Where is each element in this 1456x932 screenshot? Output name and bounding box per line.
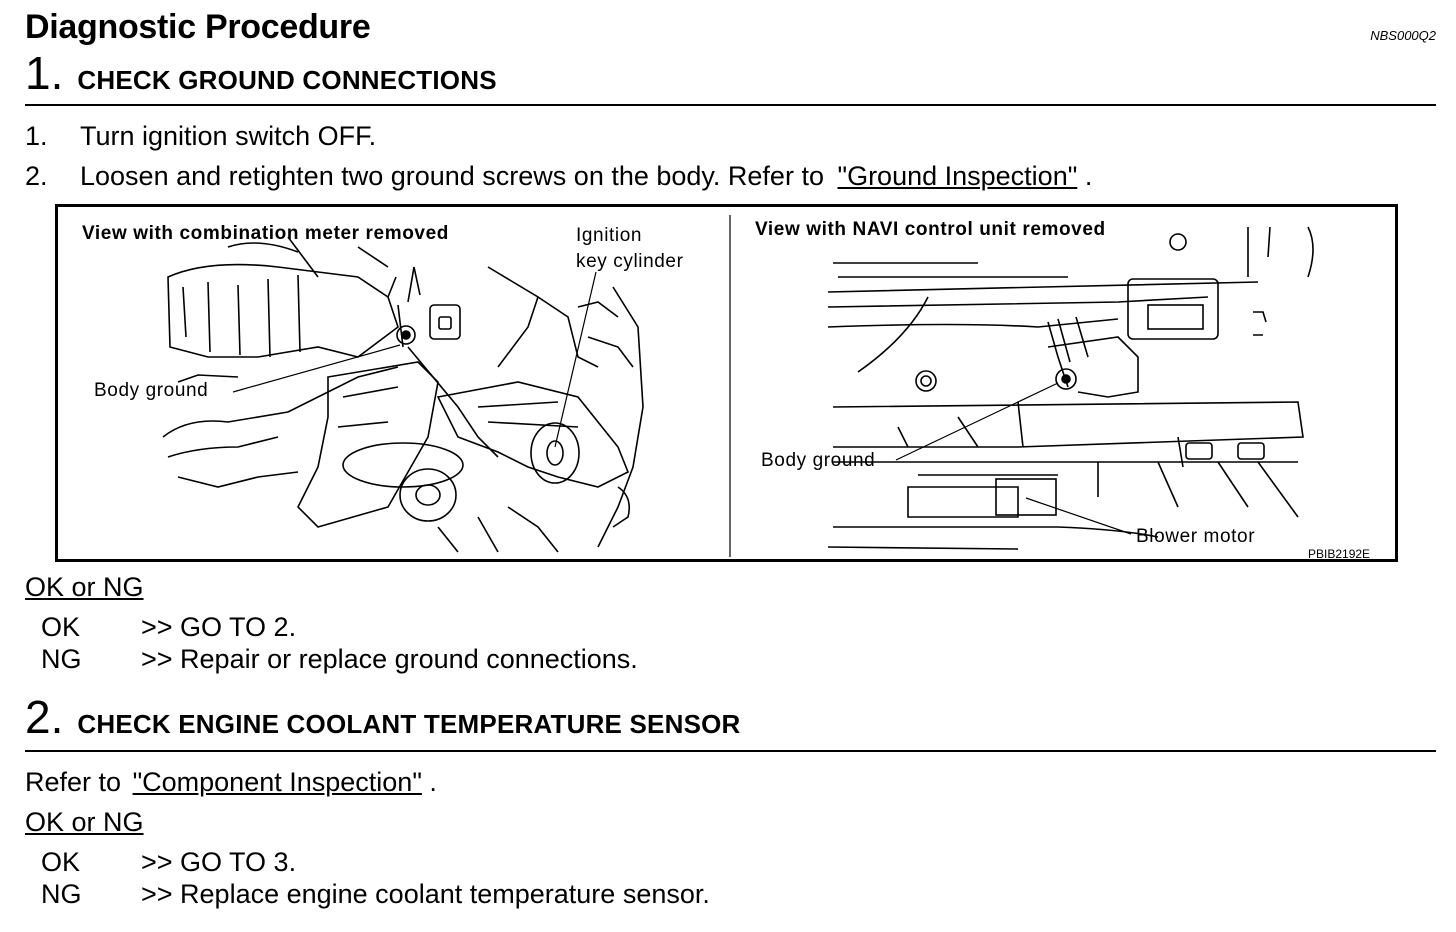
step-1-header: 1. CHECK GROUND CONNECTIONS — [25, 50, 497, 96]
right-ground-leader — [895, 382, 1059, 461]
key-cylinder-leader — [554, 271, 597, 448]
component-inspection-link[interactable]: "Component Inspection" — [132, 767, 422, 797]
ground-location-figure: View with combination meter removed Igni… — [55, 204, 1398, 562]
step-1-result-heading: OK or NG — [25, 572, 144, 602]
blower-motor-leader — [1025, 497, 1132, 535]
result-key: OK — [41, 847, 81, 877]
blower-motor-callout: Blower motor — [1136, 526, 1256, 547]
result-value: >> Repair or replace ground connections. — [141, 644, 638, 674]
step-2-refer: Refer to "Component Inspection" . — [25, 767, 437, 798]
right-view-label: View with NAVI control unit removed — [755, 219, 1106, 240]
step-2-result-ng: NG >> Replace engine coolant temperature… — [41, 879, 710, 910]
instruction-1-number: 1. — [25, 121, 48, 151]
result-value: >> GO TO 2. — [141, 612, 297, 642]
refer-prefix: Refer to — [25, 767, 122, 797]
result-key: NG — [41, 879, 82, 909]
ground-inspection-link[interactable]: "Ground Inspection" — [837, 161, 1078, 191]
result-key: NG — [41, 644, 82, 674]
step-2-title: CHECK ENGINE COOLANT TEMPERATURE SENSOR — [77, 709, 741, 739]
step-1-title: CHECK GROUND CONNECTIONS — [77, 65, 497, 95]
result-key: OK — [41, 612, 81, 642]
result-value: >> GO TO 3. — [141, 847, 297, 877]
step-1-number: 1. — [25, 47, 64, 99]
step-1-result-ng: NG >> Repair or replace ground connectio… — [41, 644, 638, 675]
step-1-result-ok: OK >> GO TO 2. — [41, 612, 296, 643]
step-1-divider — [25, 104, 1436, 106]
left-ground-leader — [232, 344, 401, 393]
ignition-callout-line1: Ignition — [576, 225, 643, 246]
step-2-header: 2. CHECK ENGINE COOLANT TEMPERATURE SENS… — [25, 694, 741, 740]
left-view-label: View with combination meter removed — [82, 223, 449, 244]
step-2-result-ok: OK >> GO TO 3. — [41, 847, 296, 878]
instruction-1: 1. Turn ignition switch OFF. — [25, 121, 376, 152]
figure-code: PBIB2192E — [1308, 547, 1371, 561]
step-2-divider — [25, 750, 1436, 752]
step-2-number: 2. — [25, 691, 64, 743]
result-value: >> Replace engine coolant temperature se… — [141, 879, 710, 909]
instruction-2-end: . — [1084, 161, 1093, 191]
left-body-ground-callout: Body ground — [94, 380, 209, 401]
page-title: Diagnostic Procedure — [25, 8, 371, 46]
ignition-callout-line2: key cylinder — [576, 251, 684, 272]
refer-end: . — [429, 767, 437, 797]
figure-illustration — [162, 215, 1314, 557]
instruction-2-text: Loosen and retighten two ground screws o… — [80, 161, 824, 191]
document-code: NBS000Q2 — [1370, 28, 1436, 43]
instruction-1-text: Turn ignition switch OFF. — [80, 121, 377, 151]
right-view-drawing — [827, 226, 1314, 550]
right-body-ground-callout: Body ground — [761, 450, 876, 471]
instruction-2: 2. Loosen and retighten two ground screws… — [25, 161, 1092, 192]
instruction-2-number: 2. — [25, 161, 48, 191]
step-2-result-heading: OK or NG — [25, 807, 144, 837]
left-view-drawing — [162, 236, 644, 553]
